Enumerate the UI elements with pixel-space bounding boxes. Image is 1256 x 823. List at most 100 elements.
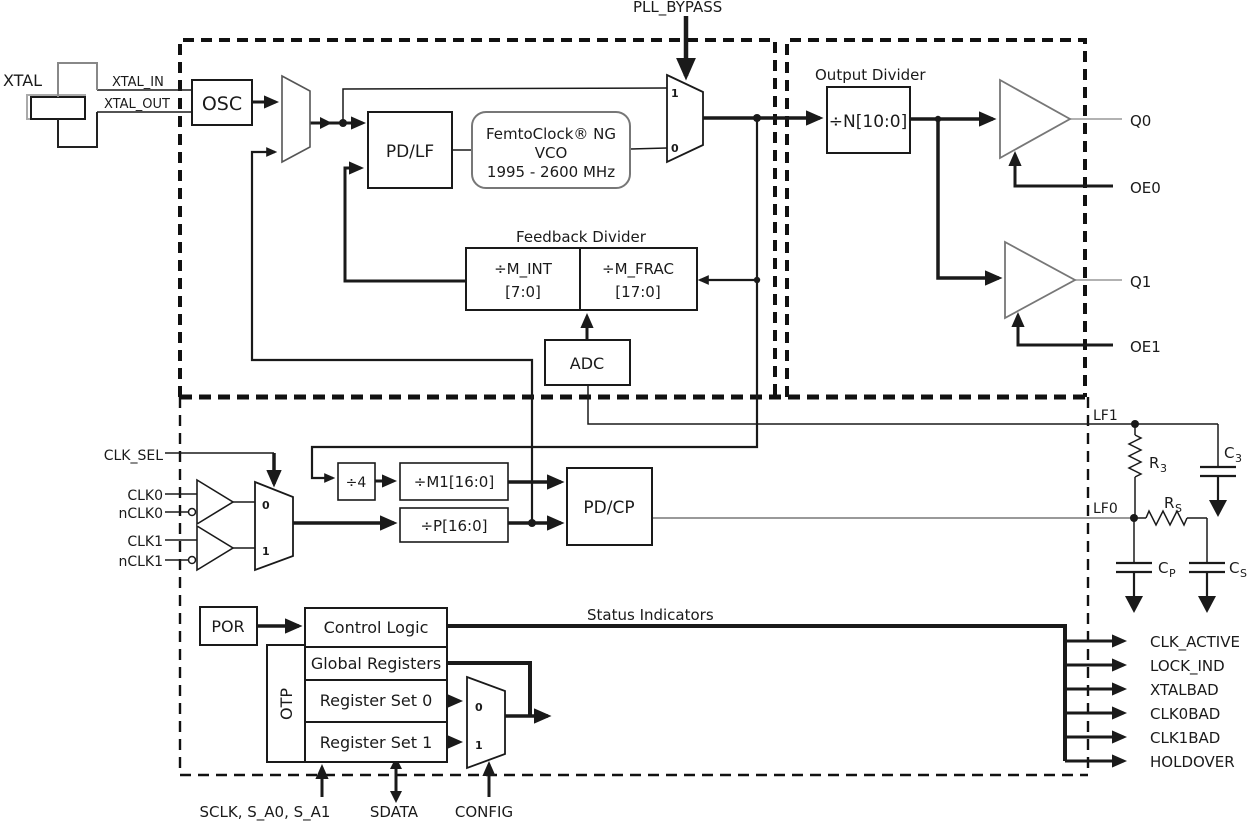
vco-name: FemtoClock® NG [486, 125, 616, 143]
holdover-pin-label: HOLDOVER [1150, 753, 1235, 771]
status-indicators-title: Status Indicators [587, 606, 714, 624]
nclk1-invert-bubble [187, 555, 197, 565]
pdcp-label: PD/CP [583, 498, 634, 518]
p-divider-box [399, 507, 509, 543]
config-pin-label: CONFIG [455, 803, 513, 821]
lf1-pin-label: LF1 [1093, 408, 1118, 424]
register-set-mux [466, 675, 506, 770]
clk1-pin-label: CLK1 [127, 534, 163, 550]
div4-box [337, 462, 376, 501]
por-box [199, 606, 258, 646]
q0-pin-label: Q0 [1130, 112, 1151, 130]
n-divider-box [826, 86, 911, 154]
m-frac-label: ÷M_FRAC [602, 260, 674, 279]
m1-divider-label: ÷M1[16:0] [414, 473, 494, 491]
xtalbad-pin-label: XTALBAD [1150, 681, 1219, 699]
svg-text:C: C [1224, 444, 1234, 462]
clk0-pin-label: CLK0 [127, 488, 163, 504]
cs-label: C S [1229, 559, 1247, 580]
otp-box [266, 644, 306, 763]
m-int-range: [7:0] [505, 283, 541, 301]
svg-text:P: P [1169, 567, 1176, 580]
lock-ind-pin-label: LOCK_IND [1150, 657, 1225, 676]
m-int-label: ÷M_INT [494, 260, 553, 279]
svg-text:S: S [1240, 567, 1247, 580]
adc-label: ADC [570, 354, 604, 373]
q1-driver [1004, 240, 1077, 320]
xtal-label: XTAL [3, 71, 42, 90]
register-set1-box [304, 721, 448, 763]
osc-box [191, 79, 253, 126]
svg-text:C: C [1158, 559, 1168, 577]
m-frac-box [579, 247, 698, 311]
bypass-mux-in0-label: 0 [671, 142, 679, 155]
oe0-pin-label: OE0 [1130, 179, 1161, 197]
clk-mux-in0-label: 0 [262, 499, 270, 512]
svg-text:S: S [1175, 502, 1182, 515]
nclk0-invert-bubble [187, 507, 197, 517]
clk-sel-label: CLK_SEL [104, 448, 163, 464]
cp-label: C P [1158, 559, 1176, 580]
svg-text:R: R [1164, 494, 1174, 512]
pdlf-box [367, 111, 453, 189]
q1-pin-label: Q1 [1130, 273, 1151, 291]
nclk1-pin-label: nCLK1 [118, 554, 163, 570]
oe1-pin-label: OE1 [1130, 338, 1161, 356]
m1-divider-box [399, 462, 509, 501]
output-divider-title: Output Divider [815, 66, 926, 84]
feedback-divider-title: Feedback Divider [516, 228, 647, 246]
c3-label: C 3 [1224, 444, 1242, 465]
signal-arrows [250, 16, 1127, 803]
clk-mux-in1-label: 1 [262, 545, 270, 558]
clk0bad-pin-label: CLK0BAD [1150, 705, 1220, 723]
svg-text:R: R [1149, 454, 1159, 472]
control-logic-box [304, 607, 448, 648]
adc-box [544, 339, 631, 386]
svg-text:3: 3 [1160, 462, 1167, 475]
reg-mux-in1-label: 1 [475, 739, 483, 752]
nclk0-pin-label: nCLK0 [118, 506, 163, 522]
por-label: POR [211, 617, 244, 636]
vco-type: VCO [535, 144, 568, 162]
xtal-in-label: XTAL_IN [112, 75, 164, 90]
q0-driver [999, 78, 1072, 160]
clk0-input-buffer [196, 478, 235, 526]
svg-text:3: 3 [1235, 452, 1242, 465]
osc-label: OSC [202, 93, 242, 115]
clk1-input-buffer [196, 524, 235, 572]
sdata-pin-label: SDATA [370, 803, 419, 821]
output-section-border [785, 38, 1087, 397]
bypass-mux-in1-label: 1 [671, 87, 679, 100]
n-divider-label: ÷N[10:0] [829, 112, 907, 132]
clk-active-pin-label: CLK_ACTIVE [1150, 633, 1240, 652]
svg-text:C: C [1229, 559, 1239, 577]
xtal-crystal [26, 62, 98, 148]
xtal-out-label: XTAL_OUT [104, 97, 170, 112]
global-registers-label: Global Registers [311, 654, 441, 673]
control-logic-label: Control Logic [324, 618, 429, 637]
m-frac-range: [17:0] [615, 283, 660, 301]
otp-label: OTP [277, 688, 296, 720]
pdcp-box [566, 467, 653, 546]
clk1bad-pin-label: CLK1BAD [1150, 729, 1220, 747]
pll-bypass-mux [666, 73, 704, 164]
sclk-pins-label: SCLK, S_A0, S_A1 [200, 803, 331, 822]
junction-dots [339, 114, 1139, 527]
vco-range: 1995 - 2600 MHz [487, 163, 615, 181]
pll-core-section-border [178, 38, 777, 397]
lf0-pin-label: LF0 [1093, 501, 1118, 517]
register-set0-label: Register Set 0 [320, 691, 433, 710]
r3-label: R 3 [1149, 454, 1167, 475]
register-set1-label: Register Set 1 [320, 733, 433, 752]
p-divider-label: ÷P[16:0] [420, 517, 487, 535]
pdlf-label: PD/LF [386, 142, 434, 162]
pll-bypass-label: PLL_BYPASS [633, 0, 722, 17]
rs-label: R S [1164, 494, 1182, 515]
vco-box [471, 111, 631, 189]
reg-mux-in0-label: 0 [475, 701, 483, 714]
clk-select-mux [254, 480, 294, 572]
ref-mux [281, 74, 311, 164]
m-int-box [465, 247, 581, 311]
